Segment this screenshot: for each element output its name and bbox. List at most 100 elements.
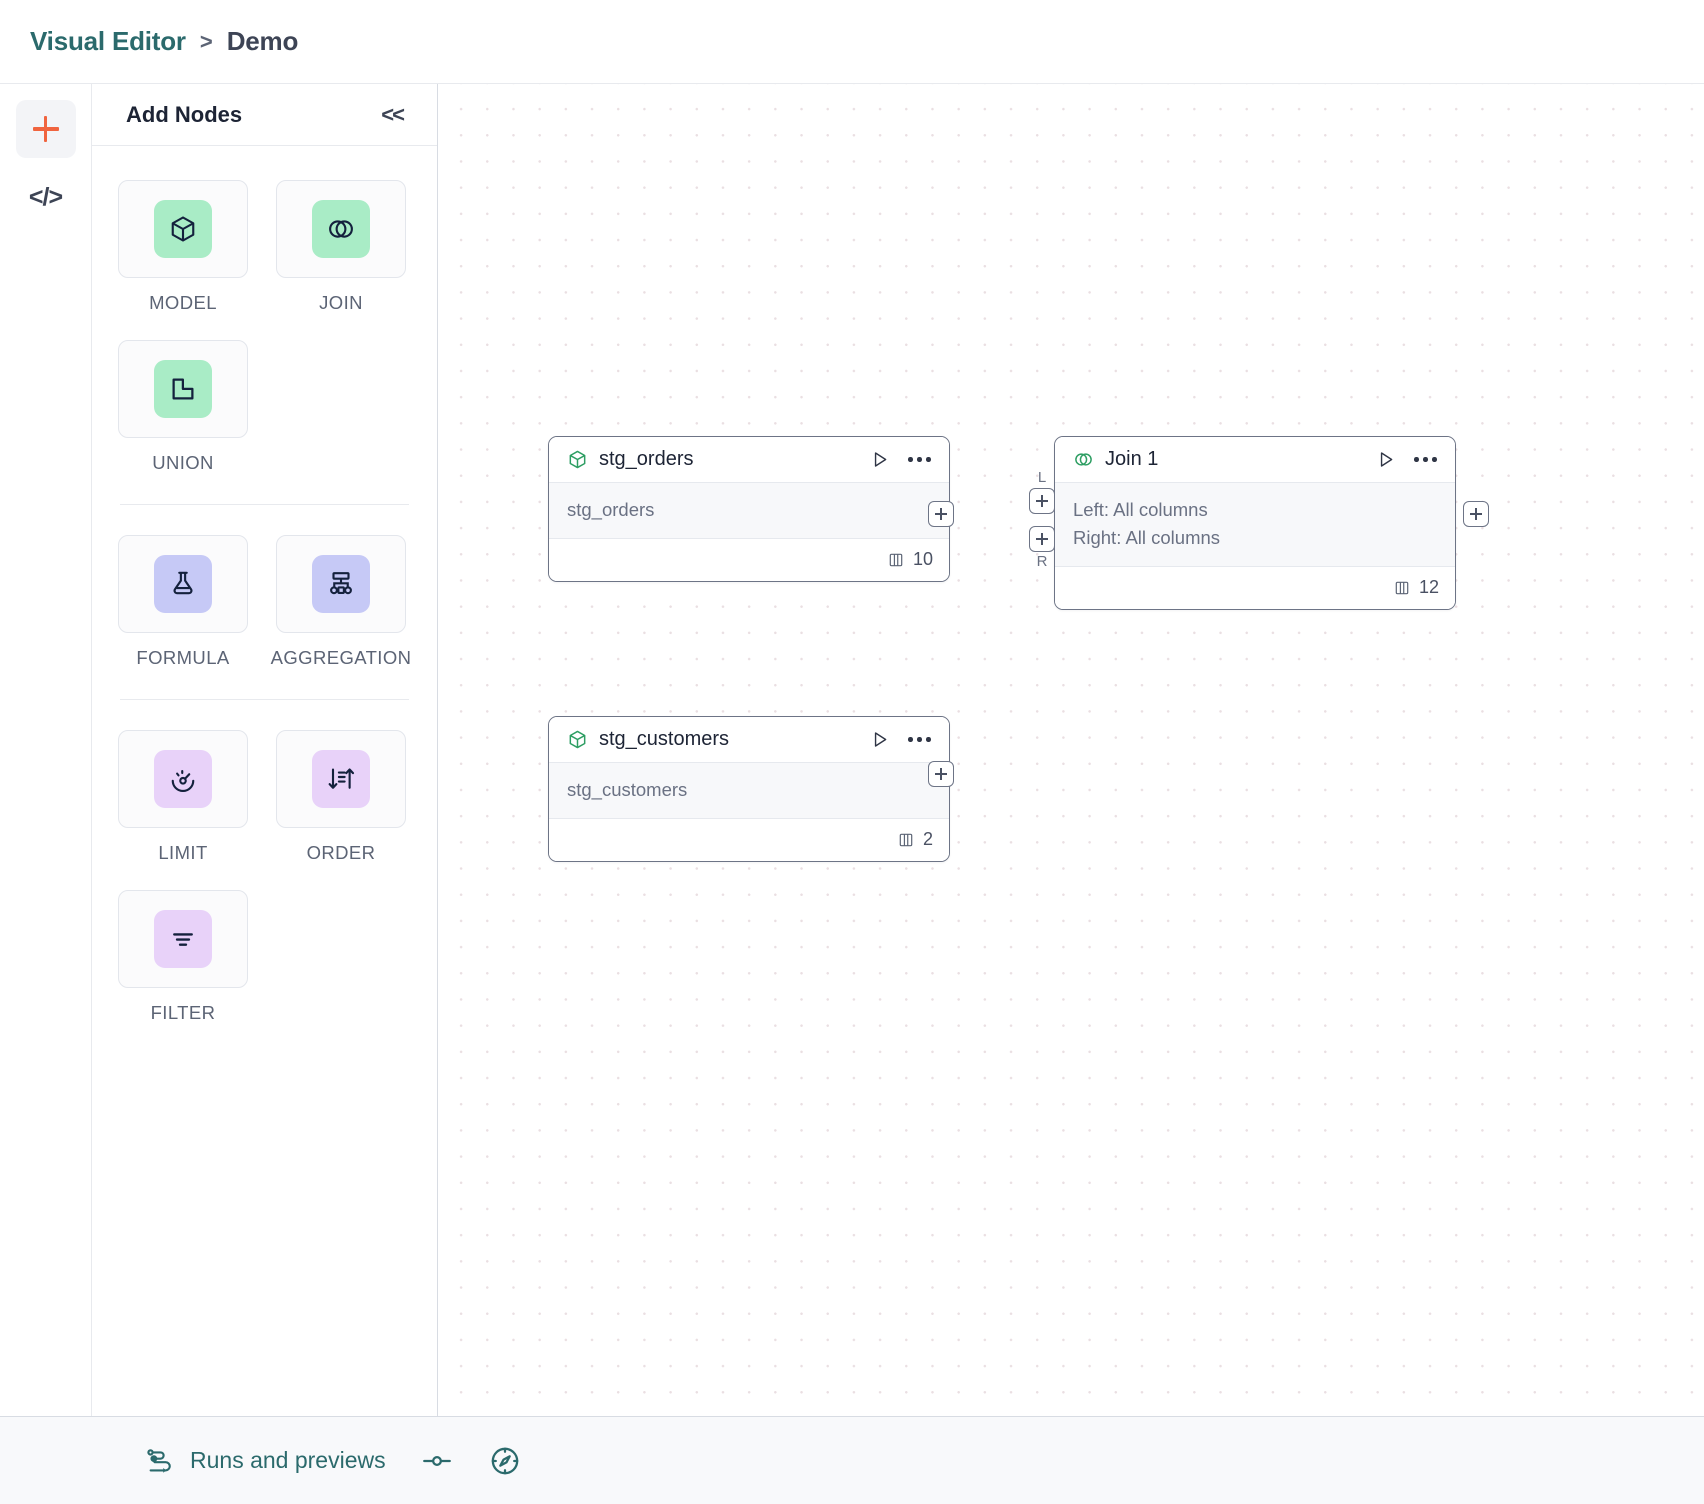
gauge-icon [154,750,212,808]
slider-toggle-icon[interactable] [420,1444,454,1478]
palette-divider [120,504,409,505]
flow-canvas[interactable]: stg_orders stg_orders [438,84,1704,1416]
palette-tile-formula [118,535,248,633]
node-title: stg_customers [599,728,730,750]
cube-icon [567,729,588,750]
input-handle-join-left[interactable] [1029,488,1055,514]
panel-header: Add Nodes << [92,84,437,146]
code-icon: </> [28,182,63,211]
join-right-handle-label: R [1036,553,1048,570]
hierarchy-icon [312,555,370,613]
node-actions [1375,449,1439,470]
collapse-panel-button[interactable]: << [381,101,405,127]
runs-and-previews-button[interactable]: Runs and previews [144,1446,386,1476]
bottom-toolbar: Runs and previews [0,1416,1704,1504]
palette-tile-join [276,180,406,278]
palette-item-join[interactable]: JOIN [276,180,406,314]
more-horizontal-icon[interactable] [1412,451,1439,468]
node-body-line: Right: All columns [1073,526,1221,548]
palette-item-order[interactable]: ORDER [276,730,406,864]
palette-tile-filter [118,890,248,988]
palette-label: UNION [152,452,214,473]
cube-icon [567,449,588,470]
play-icon[interactable] [869,449,890,470]
play-icon[interactable] [1375,449,1396,470]
palette-item-aggregation[interactable]: AGGREGATION [271,535,411,669]
palette-tile-model [118,180,248,278]
flask-icon [154,555,212,613]
breadcrumb-separator: > [199,28,213,54]
palette-tile-order [276,730,406,828]
input-handle-join-right[interactable] [1029,526,1055,552]
pipeline-runs-icon [144,1446,174,1476]
output-handle-stg-customers[interactable] [928,761,954,787]
palette-group-sources: MODEL JOIN [118,180,411,474]
node-column-count: 12 [1418,577,1439,597]
node-footer: 10 [549,538,949,581]
palette-label: AGGREGATION [270,647,412,668]
output-handle-join-1[interactable] [1463,501,1489,527]
flow-node-stg-orders[interactable]: stg_orders stg_orders [548,436,950,582]
columns-icon [1393,579,1411,597]
more-horizontal-icon[interactable] [906,451,933,468]
runs-and-previews-label: Runs and previews [190,1447,386,1473]
node-header: stg_orders [549,437,949,483]
palette-label: MODEL [149,292,217,313]
app-header: Visual Editor > Demo [0,0,1704,84]
palette-label: FORMULA [136,647,230,668]
node-body-line: stg_orders [567,499,655,520]
palette-label: ORDER [306,842,376,863]
palette-item-limit[interactable]: LIMIT [118,730,248,864]
node-footer: 12 [1055,566,1455,609]
palette-group-transform: FORMULA [118,535,411,669]
columns-icon [897,831,915,849]
venn-circles-icon [1073,449,1094,470]
palette-tile-limit [118,730,248,828]
panel-content: MODEL JOIN [92,146,437,1416]
code-view-rail-button[interactable]: </> [16,168,76,226]
play-icon[interactable] [869,729,890,750]
palette-item-union[interactable]: UNION [118,340,248,474]
node-header: stg_customers [549,717,949,763]
add-node-rail-button[interactable] [15,100,76,158]
palette-item-filter[interactable]: FILTER [118,890,248,1024]
editor-body: </> Add Nodes << [0,84,1704,1416]
node-actions [869,449,933,470]
breadcrumb: Visual Editor > Demo [30,26,298,57]
compass-icon[interactable] [488,1444,522,1478]
node-footer: 2 [549,818,949,861]
flow-node-stg-customers[interactable]: stg_customers stg_customers [548,716,950,862]
node-column-count: 10 [912,549,933,570]
flow-node-join-1[interactable]: Join 1 Left: All columns Right: All colu… [1054,436,1456,610]
join-left-handle-label: L [1037,469,1047,486]
columns-icon [887,551,905,569]
panel-title: Add Nodes [126,101,243,127]
node-title: Join 1 [1105,448,1159,470]
plus-icon [32,116,59,142]
palette-group-refine: LIMIT [118,730,411,1024]
palette-tile-union [118,340,248,438]
breadcrumb-root-link[interactable]: Visual Editor [30,26,186,56]
node-title: stg_orders [599,448,694,470]
node-header: Join 1 [1055,437,1455,483]
icon-rail: </> [0,84,92,1416]
node-body-line: stg_customers [567,779,688,800]
palette-divider [120,699,409,700]
output-handle-stg-orders[interactable] [928,501,954,527]
node-actions [869,729,933,750]
node-body: stg_customers [549,763,949,819]
palette-tile-aggregation [276,535,406,633]
node-body: stg_orders [549,483,949,539]
filter-lines-icon [154,910,212,968]
breadcrumb-current: Demo [226,26,299,56]
palette-item-formula[interactable]: FORMULA [118,535,248,669]
cube-icon [154,200,212,258]
palette-item-model[interactable]: MODEL [118,180,248,314]
more-horizontal-icon[interactable] [906,731,933,748]
edge-layer [438,84,738,234]
palette-label: LIMIT [158,842,208,863]
node-column-count: 2 [922,829,933,850]
node-body: Left: All columns Right: All columns [1055,483,1455,567]
node-body-line: Left: All columns [1073,499,1208,520]
